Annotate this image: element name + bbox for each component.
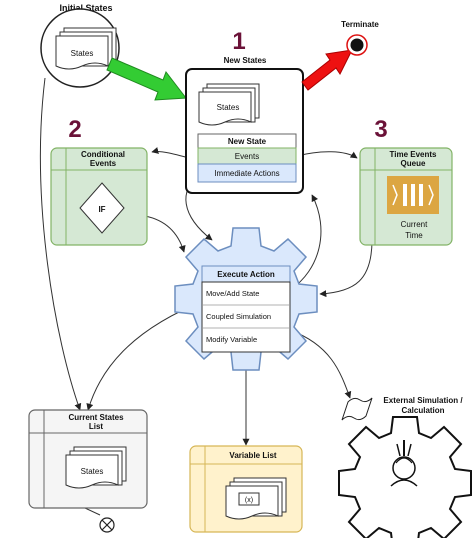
events-to-time-queue-connector (296, 151, 358, 159)
current-states-to-end-connector (84, 507, 101, 516)
execute-action-list (201, 281, 291, 353)
queue-icon (387, 176, 439, 214)
action-coupled-simulation[interactable]: Coupled Simulation (206, 312, 271, 321)
execute-action-title: Execute Action (217, 270, 275, 279)
initial-to-current-states-connector (39, 77, 82, 411)
start-arrow (106, 57, 187, 101)
terminate-arrow (301, 49, 353, 91)
execute-action-node[interactable]: Execute Action Move/Add State Coupled Si… (174, 227, 318, 371)
variable-icon-text: (x) (245, 497, 253, 504)
conditional-events-title-1: Conditional (81, 150, 125, 159)
current-time-label-2: Time (405, 231, 423, 240)
external-label-1: External Simulation / (383, 396, 463, 405)
external-simulation-node[interactable]: External Simulation / Calculation (338, 396, 472, 538)
conditional-to-execute-connector (144, 215, 186, 253)
action-modify-variable[interactable]: Modify Variable (206, 335, 257, 344)
time-events-queue-node[interactable]: Time Events Queue Current Time (359, 147, 453, 246)
variable-list-title: Variable List (229, 451, 276, 460)
step-number-1: 1 (232, 28, 245, 55)
new-state-table-title: New State (228, 137, 267, 146)
initial-states-title: Initial States (59, 3, 112, 13)
execute-to-current-states-connector (86, 299, 207, 411)
step-number-2: 2 (68, 116, 81, 143)
new-states-title: New States (224, 56, 267, 65)
time-events-title-1: Time Events (390, 150, 438, 159)
variable-list-node[interactable]: Variable List (x) (189, 445, 303, 533)
external-label-2: Calculation (401, 406, 444, 415)
time-queue-to-execute-connector (319, 239, 373, 298)
current-states-doc-label: States (81, 467, 104, 476)
time-events-title-2: Queue (401, 159, 426, 168)
terminate-dot (350, 38, 364, 52)
conditional-events-title-2: Events (90, 159, 117, 168)
initial-states-doc-label: States (71, 49, 94, 58)
if-label: IF (98, 205, 105, 214)
terminate-label: Terminate (341, 20, 379, 29)
events-row-label: Events (235, 152, 259, 161)
current-states-list-node[interactable]: Current States List States (28, 409, 148, 509)
flow-end-icon (99, 517, 115, 533)
current-time-label-1: Current (401, 220, 428, 229)
immediate-actions-row[interactable] (197, 163, 297, 183)
if-decision-diamond (79, 182, 125, 234)
terminate-node[interactable]: Terminate (341, 20, 379, 56)
new-states-node[interactable]: New States States New State Events Immed… (185, 56, 304, 194)
initial-states-node[interactable]: Initial States States (40, 3, 120, 88)
conditional-events-node[interactable]: Conditional Events IF (50, 147, 148, 246)
action-move-add-state[interactable]: Move/Add State (206, 289, 259, 298)
current-states-title-1: Current States (68, 413, 124, 422)
calculator-person-icon (390, 440, 418, 487)
flag-icon (341, 397, 373, 421)
new-states-doc-label: States (217, 103, 240, 112)
current-states-title-2: List (89, 422, 104, 431)
immediate-actions-row-label: Immediate Actions (214, 169, 279, 178)
step-number-3: 3 (374, 116, 387, 143)
